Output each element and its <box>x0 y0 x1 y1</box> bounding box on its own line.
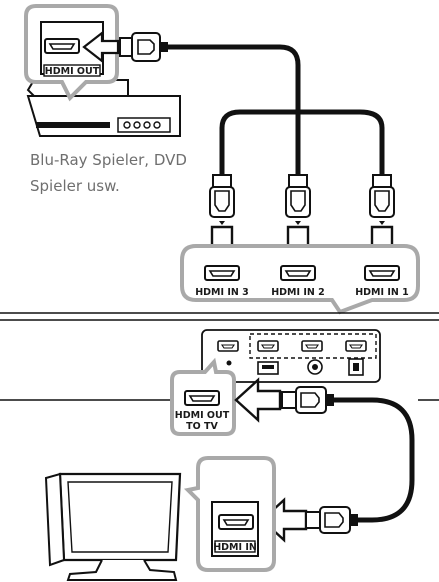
hdmi-plug-tv-in <box>305 506 359 534</box>
source-cable-connector <box>82 30 168 64</box>
hdmi-in3-port-icon <box>204 265 240 281</box>
source-to-soundbar-cables <box>165 44 385 178</box>
soundbar-to-tv-cable <box>334 397 415 523</box>
tv-hdmi-in-port-icon <box>218 514 254 530</box>
optical-port-icon <box>348 358 364 376</box>
audio-jack-icon <box>307 359 323 375</box>
left-arrow-icon <box>82 30 120 64</box>
hdmi-out-to-tv-port-icon <box>184 390 220 406</box>
hdmi-in2-port-icon <box>280 265 316 281</box>
rear-hdmi-out-port-icon <box>217 340 239 352</box>
usb-port-icon <box>257 361 279 375</box>
hdmi-in1-label: HDMI IN 1 <box>355 287 409 298</box>
source-device-caption: Blu-Ray Spieler, DVD Spieler usw. <box>30 147 230 199</box>
hdmi-out-port-icon <box>44 38 80 54</box>
hdmi-out-to-tv-label-line1: HDMI OUT <box>175 410 230 421</box>
hdmi-plug-soundbar-out <box>281 386 335 414</box>
tv-port-callout: HDMI IN <box>183 456 276 572</box>
rear-hdmi-in3-port-icon <box>257 340 279 352</box>
source-device <box>26 79 181 137</box>
tv-hdmi-in-label: HDMI IN <box>213 542 257 553</box>
hdmi-in2-label: HDMI IN 2 <box>271 287 325 298</box>
hdmi-out-to-tv-label-line2: TO TV <box>186 421 218 432</box>
rear-hdmi-in2-port-icon <box>301 340 323 352</box>
hdmi-in3-label: HDMI IN 3 <box>195 287 249 298</box>
caption-line-2: Spieler usw. <box>30 177 120 195</box>
rear-hdmi-in1-port-icon <box>345 340 367 352</box>
caption-line-1: Blu-Ray Spieler, DVD <box>30 151 187 169</box>
hdmi-in1-port-icon <box>364 265 400 281</box>
left-arrow-icon-soundbar-out <box>234 378 282 422</box>
inputs-callout: HDMI IN 3 HDMI IN 2 HDMI IN 1 <box>180 244 420 315</box>
hdmi-out-to-tv-callout: HDMI OUT TO TV <box>170 357 236 436</box>
hdmi-plug-in2 <box>285 174 311 226</box>
player-button-icons <box>123 121 161 129</box>
soundbar-rear-panel <box>0 312 439 401</box>
tv-icon <box>44 472 182 581</box>
source-hdmi-out-label: HDMI OUT <box>45 66 100 77</box>
hdmi-plug-in1 <box>369 174 395 226</box>
